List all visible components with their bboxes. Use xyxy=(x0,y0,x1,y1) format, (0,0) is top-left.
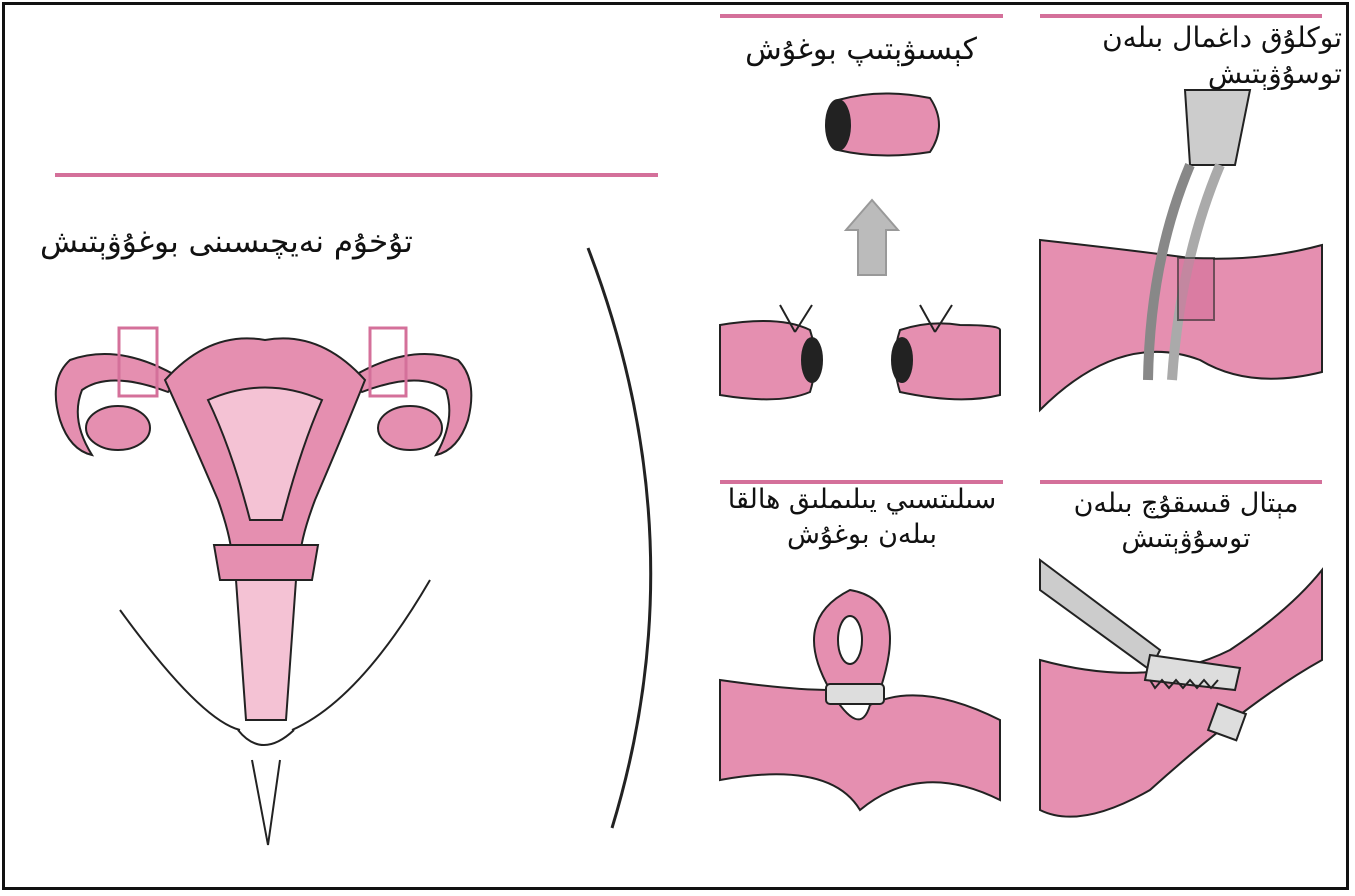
silicone-ring xyxy=(826,684,884,704)
vulva-lines xyxy=(238,730,294,845)
ovary-left xyxy=(86,406,150,450)
clip-applicator xyxy=(1040,560,1160,670)
uterus-illustration xyxy=(56,338,472,845)
divider-curve xyxy=(588,248,651,828)
clip-label: مېتال قىسقۇچ بىلەن توسۇۋېتىش xyxy=(1040,486,1332,556)
band-illustration xyxy=(1040,90,1322,410)
excised-segment-lumen xyxy=(826,100,850,150)
ovary-right xyxy=(378,406,442,450)
pelvis-line-left xyxy=(120,610,240,730)
stump-left-lumen xyxy=(802,338,822,382)
ring-label: سىلىتسىي يىلىملىق ھالقا بىلەن بوغۇش xyxy=(698,482,1026,552)
cauterized-zone xyxy=(1178,258,1214,320)
band-label: توكلۇق داغمال بىلەن توسۇۋېتىش xyxy=(1028,20,1342,93)
vaginal-canal xyxy=(236,580,296,720)
arrow-up-icon xyxy=(846,200,898,275)
pelvis-line-right xyxy=(292,580,430,730)
clip-illustration xyxy=(1040,560,1322,817)
excised-segment xyxy=(838,93,939,155)
excision-label: كېسىۋېتىپ بوغۇش xyxy=(718,30,1004,69)
loop-hole xyxy=(838,616,862,664)
excision-illustration xyxy=(720,93,1000,399)
main-title: تۇخۇم نەيچىسىنى بوغۇۋېتىش xyxy=(40,222,490,262)
cervix xyxy=(214,545,318,580)
ring-illustration xyxy=(720,590,1000,810)
band-forceps xyxy=(1185,90,1250,165)
tube-stump-left xyxy=(720,321,815,399)
stump-right-lumen xyxy=(892,338,912,382)
